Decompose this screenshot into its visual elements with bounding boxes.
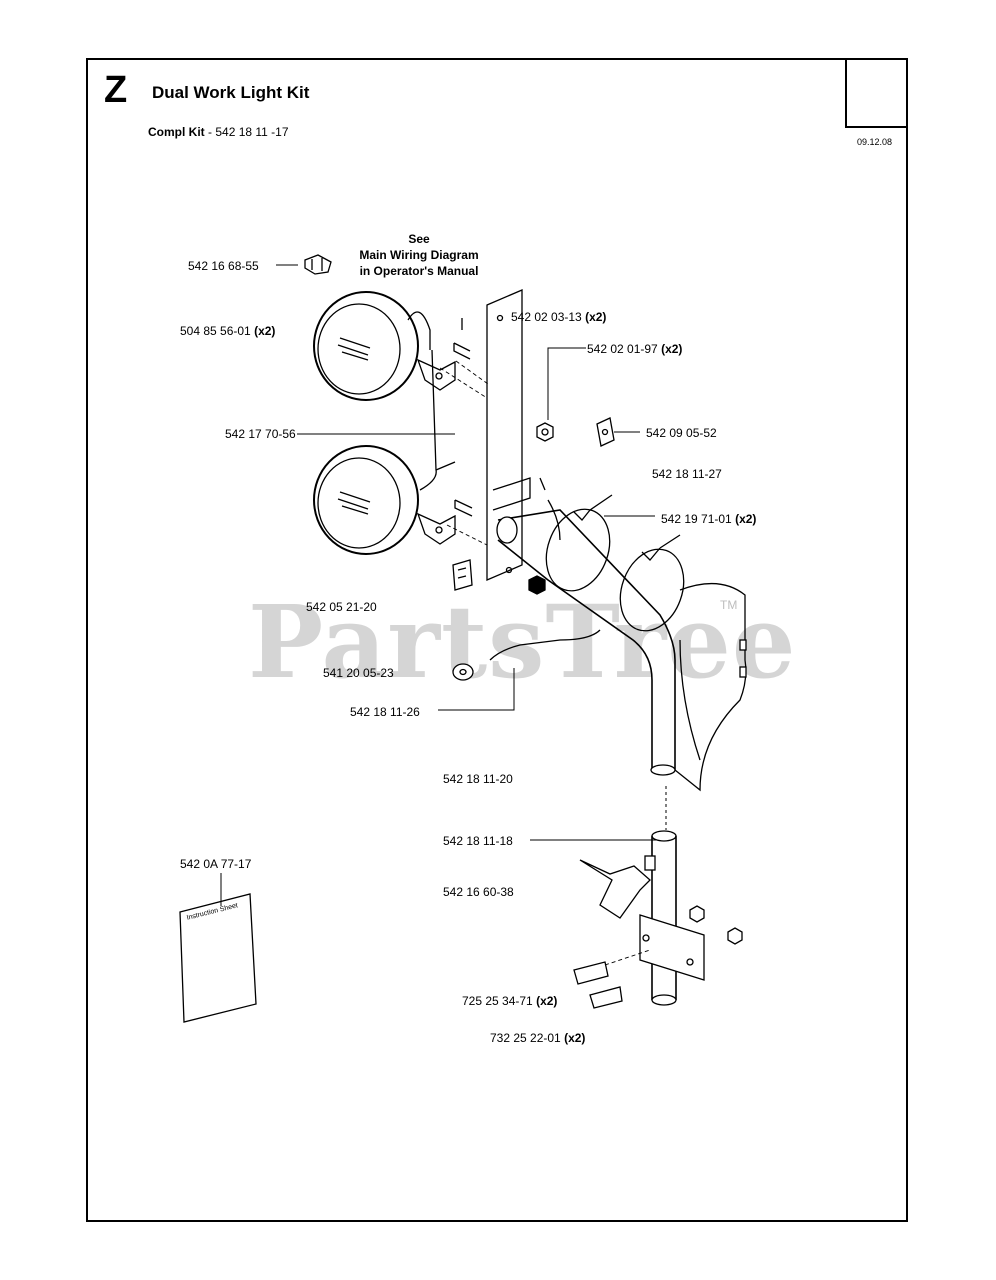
part-number: 732 25 22-01 xyxy=(490,1031,561,1045)
part-number: 504 85 56-01 xyxy=(180,324,251,338)
part-number: 542 18 11-26 xyxy=(350,705,420,719)
part-number: 542 0A 77-17 xyxy=(180,857,252,871)
instruction-sheet-drawing xyxy=(179,893,257,1023)
note-line-2: Main Wiring Diagram xyxy=(359,248,479,262)
wiring-note: See Main Wiring Diagram in Operator's Ma… xyxy=(348,231,490,279)
mounting-plate-drawing xyxy=(486,289,531,581)
part-qty: (x2) xyxy=(661,342,683,356)
note-line-1: See xyxy=(408,232,430,246)
part-label[interactable]: 542 17 70-56 xyxy=(225,427,296,441)
revision-date: 09.12.08 xyxy=(857,137,893,147)
drawing-frame xyxy=(86,58,908,1222)
tube-drawing xyxy=(496,509,676,776)
note-line-3: in Operator's Manual xyxy=(359,264,479,278)
part-label[interactable]: 542 18 11-27 xyxy=(652,467,722,481)
part-number: 542 16 68-55 xyxy=(188,259,259,273)
corner-box xyxy=(845,58,908,128)
watermark: PartsTree xyxy=(248,583,797,701)
part-label[interactable]: 542 02 01-97 (x2) xyxy=(587,342,682,356)
part-number: 725 25 34-71 xyxy=(462,994,533,1008)
part-number: 541 20 05-23 xyxy=(323,666,394,680)
part-qty: (x2) xyxy=(564,1031,586,1045)
part-number: 542 17 70-56 xyxy=(225,427,296,441)
part-number: 542 18 11-20 xyxy=(443,772,513,786)
part-label[interactable]: 541 20 05-23 xyxy=(323,666,394,680)
post-drawing xyxy=(639,830,705,1006)
knob-drawing xyxy=(579,855,656,919)
watermark-tm: TM xyxy=(720,598,738,612)
part-qty: (x2) xyxy=(735,512,757,526)
part-label[interactable]: 542 0A 77-17 xyxy=(180,857,251,871)
compl-kit-number: - 542 18 11 -17 xyxy=(208,125,289,139)
part-number: 542 02 03-13 xyxy=(511,310,582,324)
part-number: 542 09 05-52 xyxy=(646,426,717,440)
part-label[interactable]: 725 25 34-71 (x2) xyxy=(462,994,557,1008)
fuse-drawing xyxy=(304,254,332,275)
part-label[interactable]: 542 05 21-20 xyxy=(306,600,377,614)
part-number: 542 18 11-27 xyxy=(652,467,722,481)
part-label[interactable]: 542 02 03-13 (x2) xyxy=(511,310,606,324)
leader-lines xyxy=(220,264,667,906)
part-label[interactable]: 542 18 11-20 xyxy=(443,772,513,786)
compl-kit: Compl Kit - 542 18 11 -17 xyxy=(148,125,289,139)
part-number: 542 02 01-97 xyxy=(587,342,658,356)
section-letter: Z xyxy=(104,69,128,111)
part-qty: (x2) xyxy=(536,994,558,1008)
part-number: 542 16 60-38 xyxy=(443,885,514,899)
part-label[interactable]: 542 16 68-55 xyxy=(188,259,259,273)
part-number: 542 18 11-18 xyxy=(443,834,513,848)
part-number: 542 05 21-20 xyxy=(306,600,377,614)
part-qty: (x2) xyxy=(254,324,276,338)
lamp-lower-drawing xyxy=(313,445,456,555)
lamp-upper-drawing xyxy=(313,291,456,401)
part-number: 542 19 71-01 xyxy=(661,512,732,526)
part-label[interactable]: 542 09 05-52 xyxy=(646,426,717,440)
compl-kit-label: Compl Kit xyxy=(148,125,205,139)
part-label[interactable]: 504 85 56-01 (x2) xyxy=(180,324,275,338)
part-label[interactable]: 732 25 22-01 (x2) xyxy=(490,1031,585,1045)
part-label[interactable]: 542 16 60-38 xyxy=(443,885,514,899)
part-label[interactable]: 542 18 11-26 xyxy=(350,705,420,719)
page-title: Dual Work Light Kit xyxy=(152,83,310,102)
part-label[interactable]: 542 19 71-01 (x2) xyxy=(661,512,756,526)
part-qty: (x2) xyxy=(585,310,607,324)
part-label[interactable]: 542 18 11-18 xyxy=(443,834,513,848)
